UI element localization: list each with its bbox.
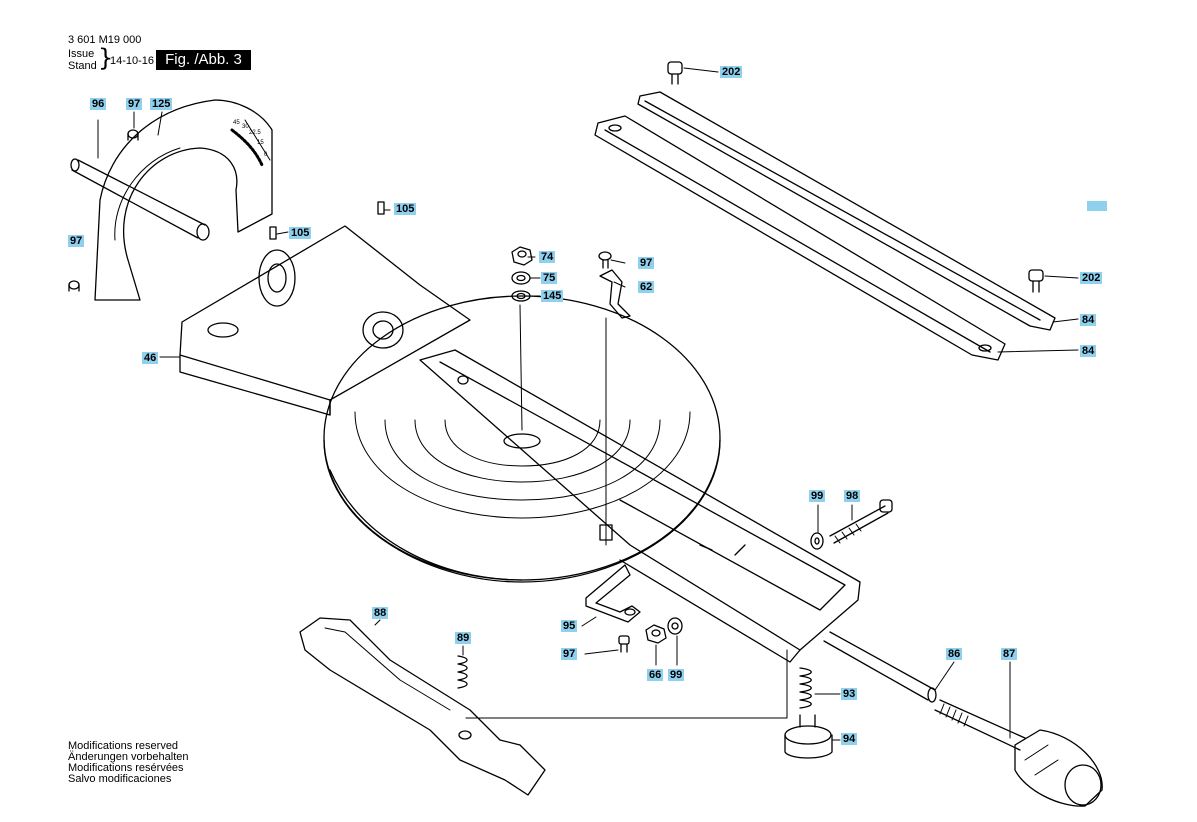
bracket-95 (585, 564, 641, 623)
scale-mark-22-5: 22.5 (249, 130, 261, 136)
part-label-202-b: 202 (1080, 272, 1103, 284)
screw-97-bottom (618, 635, 630, 653)
brace-glyph: } (98, 44, 114, 72)
issue-date: 14-10-16 (110, 55, 155, 67)
part-label-84-b: 84 (1080, 345, 1097, 357)
part-label-66: 66 (647, 669, 664, 681)
part-label-105-a: 105 (394, 203, 417, 215)
modification-notes: Modifications reserved Änderungen vorbeh… (68, 741, 188, 785)
handle-87 (934, 699, 1103, 807)
part-label-74: 74 (539, 251, 556, 263)
part-label-89: 89 (455, 632, 472, 644)
clip-62 (599, 269, 631, 319)
washer-75 (511, 271, 531, 285)
leader-lines (97, 67, 1079, 741)
part-label-88: 88 (372, 607, 389, 619)
fence-rail-upper (637, 91, 1056, 331)
scale-mark-0: 0 (264, 152, 268, 158)
part-label-202-a: 202 (720, 66, 743, 78)
part-label-99-b: 99 (668, 669, 685, 681)
rod-96 (70, 158, 210, 241)
grub-screw-105-a (377, 201, 385, 215)
part-label-95: 95 (561, 620, 578, 632)
part-label-97-c: 97 (638, 257, 655, 269)
nut-66 (645, 624, 667, 644)
screw-97-plate-left (68, 280, 80, 292)
assembly-line-lever (465, 649, 788, 719)
part-label-84-a: 84 (1080, 314, 1097, 326)
scale-mark-15: 15 (257, 140, 264, 146)
grub-screw-105-b (269, 226, 277, 240)
note-de: Änderungen vorbehalten (68, 751, 189, 763)
part-label-87: 87 (1001, 648, 1018, 660)
part-label-99-a: 99 (809, 490, 826, 502)
note-fr: Modifications resérvées (68, 762, 184, 774)
figure-title: Fig. /Abb. 3 (156, 50, 251, 70)
part-label-46: 46 (142, 352, 159, 364)
spring-89 (457, 655, 468, 689)
screw-202-top (667, 61, 683, 85)
part-label-93: 93 (841, 688, 858, 700)
stand-label: Stand (68, 60, 97, 72)
document-number: 3 601 M19 000 (68, 34, 142, 46)
part-label-97-d: 97 (561, 648, 578, 660)
scale-mark-45: 45 (233, 120, 240, 126)
turntable (323, 295, 721, 583)
part-label-97-b: 97 (68, 235, 85, 247)
screw-202-right (1028, 269, 1044, 293)
part-label-96: 96 (90, 98, 107, 110)
nut-74 (511, 246, 533, 266)
turntable-arm (419, 349, 861, 663)
rod-86 (823, 631, 937, 703)
scale-mark-30: 30 (242, 124, 249, 130)
note-en: Modifications reserved (68, 740, 179, 752)
fence-rail-lower (594, 115, 1006, 361)
part-label-145: 145 (541, 290, 564, 302)
lever-88 (299, 617, 546, 796)
base-46 (179, 225, 471, 416)
knob-94 (784, 714, 833, 759)
washer-99-bottom (667, 617, 683, 635)
part-label-98: 98 (844, 490, 861, 502)
screw-97-top (598, 251, 612, 269)
screw-97-plate-top (127, 129, 139, 141)
miter-scale-plate: 45 30 22.5 15 0 (94, 99, 273, 301)
spring-93 (799, 667, 812, 709)
part-label-125: 125 (150, 98, 173, 110)
part-label-86: 86 (946, 648, 963, 660)
part-label-97-a: 97 (126, 98, 143, 110)
assembly-line-74 (519, 304, 523, 431)
note-es: Salvo modificaciones (68, 773, 172, 785)
issue-stand-labels: Issue Stand (68, 48, 97, 72)
part-label-94: 94 (841, 733, 858, 745)
part-label-75: 75 (541, 272, 558, 284)
bolt-98 (829, 499, 893, 544)
part-label-105-b: 105 (289, 227, 312, 239)
washer-99-right (810, 532, 824, 550)
issue-label: Issue (68, 48, 95, 60)
part-label-62: 62 (638, 281, 655, 293)
slot-marker (599, 524, 613, 541)
margin-marker (1087, 201, 1107, 211)
